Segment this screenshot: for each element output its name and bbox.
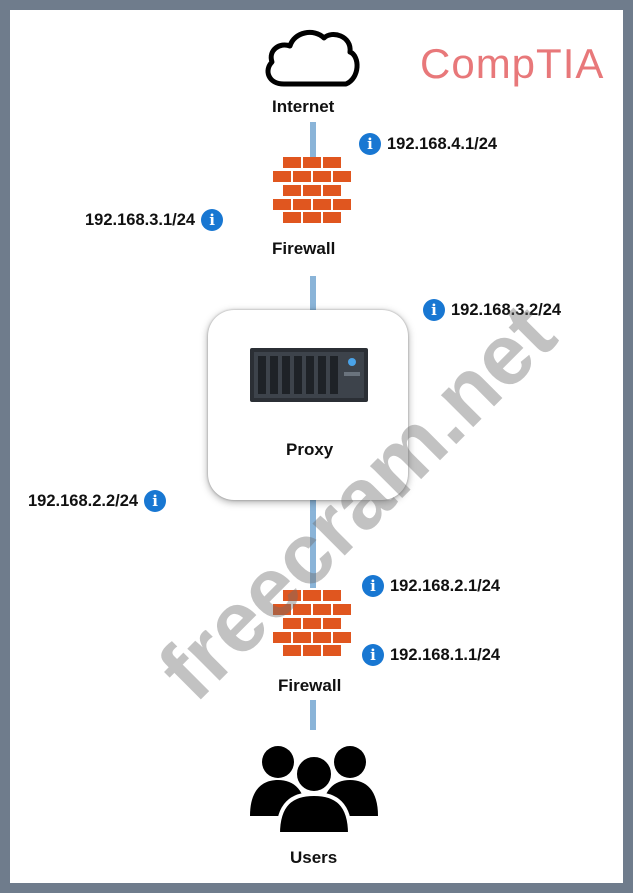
link-internet-firewall (310, 122, 316, 162)
ip-fw-top-inside: 192.168.3.1/24 i (85, 209, 224, 231)
internet-label: Internet (272, 97, 335, 116)
ip-fw-top-outside: i 192.168.4.1/24 (359, 133, 497, 155)
users-label: Users (290, 848, 338, 867)
network-diagram: CompTIA Internet Firewall i 192.168.4.1/… (10, 10, 623, 883)
ip-label: 192.168.4.1/24 (387, 134, 498, 153)
ip-label: 192.168.2.1/24 (390, 576, 501, 595)
proxy-label: Proxy (286, 440, 334, 459)
ip-label: 192.168.2.2/24 (28, 491, 139, 510)
comptia-logo: CompTIA (420, 40, 605, 87)
link-firewall-proxy (310, 276, 316, 312)
users-icon (250, 746, 378, 834)
info-icon: i (362, 644, 384, 666)
info-icon: i (359, 133, 381, 155)
ip-label: 192.168.3.2/24 (451, 300, 562, 319)
firewall-top-label: Firewall (272, 239, 336, 258)
ip-fw-bottom-inside: i 192.168.1.1/24 (362, 644, 500, 666)
link-firewall-users (310, 700, 316, 730)
cloud-icon (265, 29, 360, 87)
ip-fw-bottom-outside: i 192.168.2.1/24 (362, 575, 500, 597)
firewall-icon (269, 590, 355, 656)
info-icon: i (423, 299, 445, 321)
ip-proxy-outside: i 192.168.3.2/24 (423, 299, 561, 321)
link-proxy-firewall (310, 500, 316, 588)
info-icon: i (201, 209, 224, 231)
ip-label: 192.168.1.1/24 (390, 645, 501, 664)
ip-label: 192.168.3.1/24 (85, 210, 196, 229)
ip-proxy-inside: 192.168.2.2/24 i (28, 490, 167, 512)
info-icon: i (362, 575, 384, 597)
firewall-bottom-label: Firewall (278, 676, 342, 695)
proxy-node: Proxy (208, 310, 408, 500)
firewall-icon (269, 157, 355, 223)
info-icon: i (144, 490, 167, 512)
server-icon (250, 348, 368, 402)
